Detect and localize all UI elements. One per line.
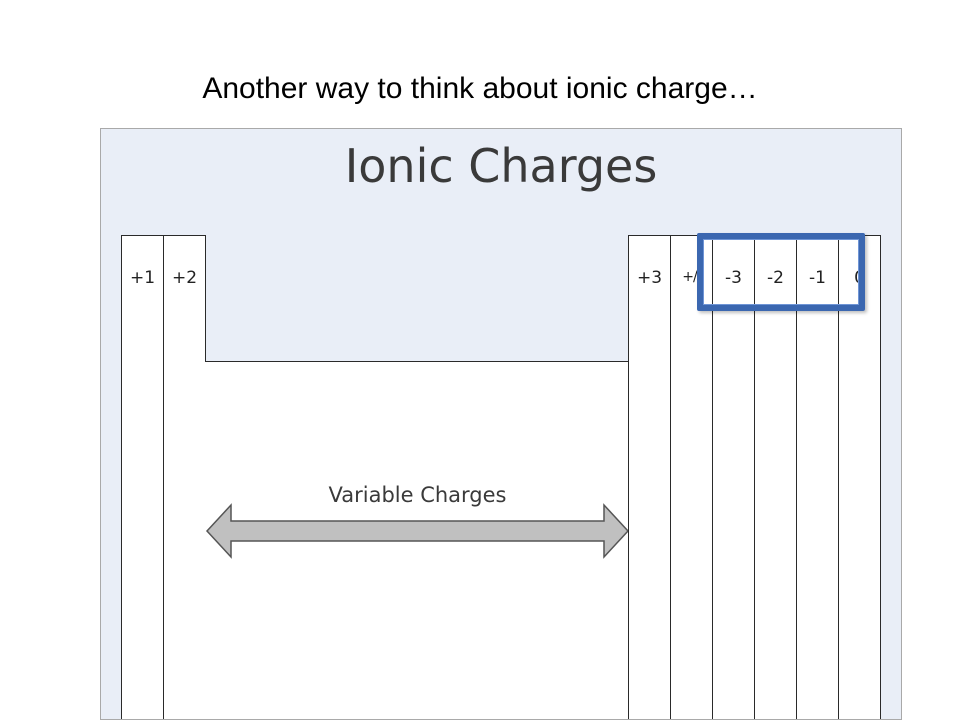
- slide-title: Another way to think about ionic charge…: [202, 72, 758, 105]
- column-minus2: -2: [754, 235, 797, 719]
- variable-charges-label: Variable Charges: [328, 483, 507, 507]
- column-label: -1: [809, 268, 826, 288]
- column-plus3: +3: [628, 235, 671, 719]
- column-label: -3: [725, 268, 742, 288]
- column-minus3: -3: [712, 235, 755, 719]
- column-plus1: +1: [121, 235, 164, 719]
- column-minus1: -1: [796, 235, 839, 719]
- double-arrow-icon: [205, 503, 630, 559]
- column-zero: 0: [838, 235, 881, 719]
- ionic-charges-panel: Ionic Charges +1 +2 Variable Charges +3 …: [100, 128, 902, 720]
- column-plus2: +2: [163, 235, 206, 719]
- column-label: +1: [129, 268, 156, 288]
- column-label: +/-: [682, 269, 702, 285]
- column-label: +2: [171, 268, 198, 288]
- negative-charges-highlight: [697, 233, 865, 311]
- panel-title: Ionic Charges: [344, 139, 658, 193]
- column-label: +3: [636, 268, 663, 288]
- column-label: -2: [767, 268, 784, 288]
